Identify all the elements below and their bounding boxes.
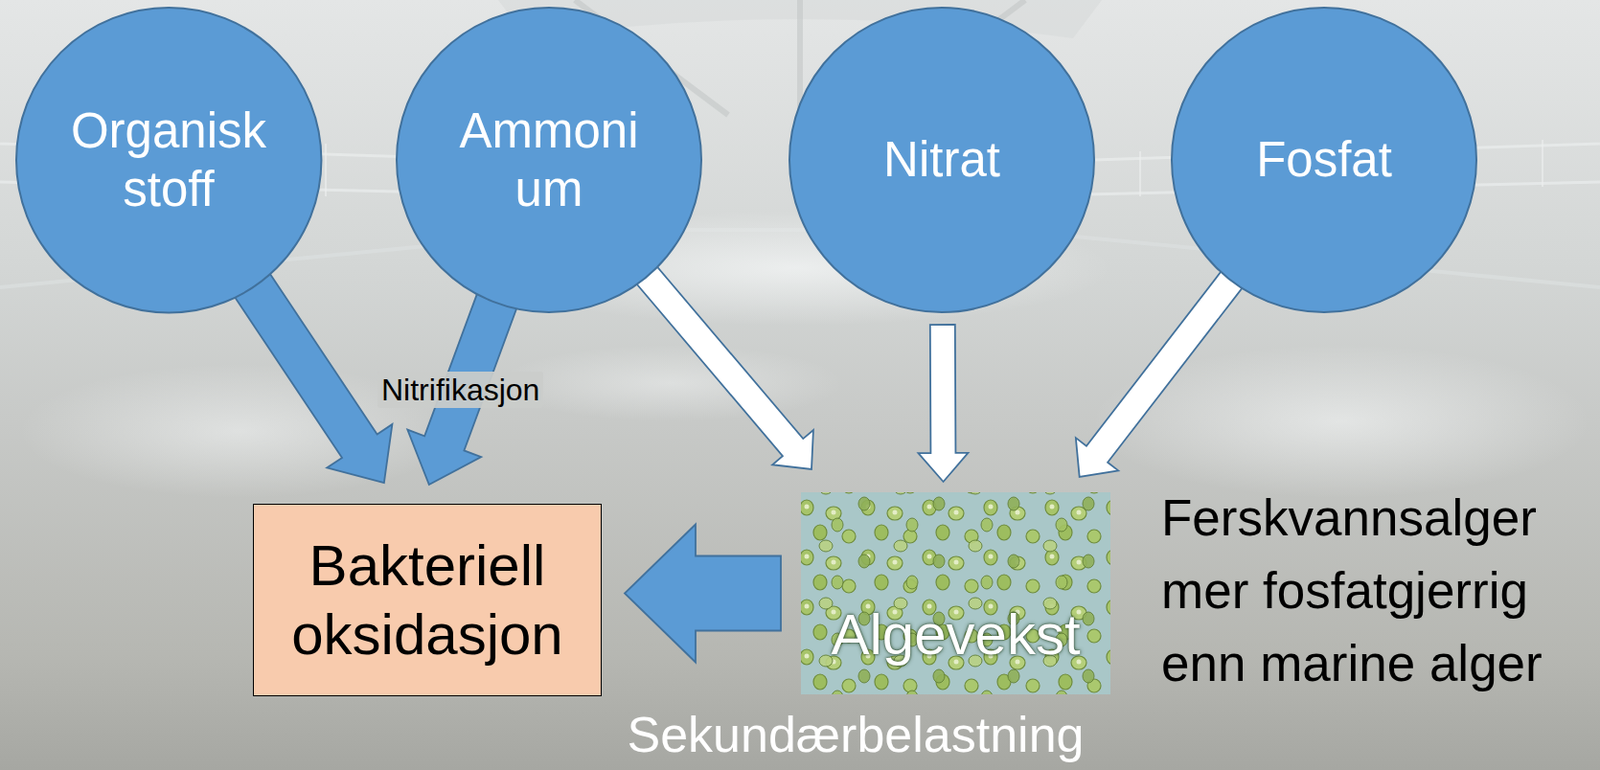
node-content: Fosfat <box>1170 6 1478 314</box>
edge-label: Nitrifikasjon <box>377 371 544 409</box>
node-text-group: Fosfat <box>1256 130 1393 189</box>
node-text-group: Nitrat <box>883 130 1001 189</box>
node-content: Organisk stoff <box>15 6 322 314</box>
image-box: Algevekst <box>800 492 1111 695</box>
block-arrow <box>232 271 392 483</box>
node-content: Bakteriell oksidasjon <box>253 504 601 696</box>
concept-circle: Nitrat <box>788 6 1096 314</box>
algae-micrograph <box>800 492 1111 695</box>
note-text: Ferskvannsalger mer fosfatgjerrig enn ma… <box>1161 481 1564 701</box>
block-arrow <box>635 265 814 470</box>
circle-fill <box>789 7 1095 313</box>
process-box: Bakteriell oksidasjon <box>252 503 602 697</box>
block-arrow <box>1075 270 1244 478</box>
circle-outline <box>395 6 703 314</box>
node-content: Algevekst <box>800 492 1111 695</box>
circle-outline <box>15 6 322 314</box>
node-text: Algevekst <box>830 600 1080 670</box>
concept-circle: Fosfat <box>1170 6 1478 314</box>
node-text-group: Algevekst <box>830 600 1080 670</box>
circle-fill <box>16 7 321 313</box>
node-text-group: Ammonium <box>453 101 645 219</box>
node-text-group: Organisk stoff <box>39 101 298 219</box>
circle-fill <box>1171 7 1477 313</box>
node-text-group: Bakteriell oksidasjon <box>264 531 591 670</box>
concept-circle: Organisk stoff <box>15 6 322 314</box>
node-text: Ammonium <box>453 101 645 219</box>
block-arrow <box>917 324 968 482</box>
node-content: Ammonium <box>395 6 703 314</box>
concept-circle: Ammonium <box>395 6 703 314</box>
node-text: Fosfat <box>1256 130 1393 189</box>
caption-label: Sekundærbelastning <box>574 707 1137 763</box>
circle-fill <box>396 7 702 313</box>
node-text: Bakteriell oksidasjon <box>264 531 591 670</box>
block-arrow <box>624 525 781 663</box>
node-text: Organisk stoff <box>39 101 298 219</box>
node-text: Nitrat <box>883 130 1001 189</box>
node-content: Nitrat <box>788 6 1096 314</box>
